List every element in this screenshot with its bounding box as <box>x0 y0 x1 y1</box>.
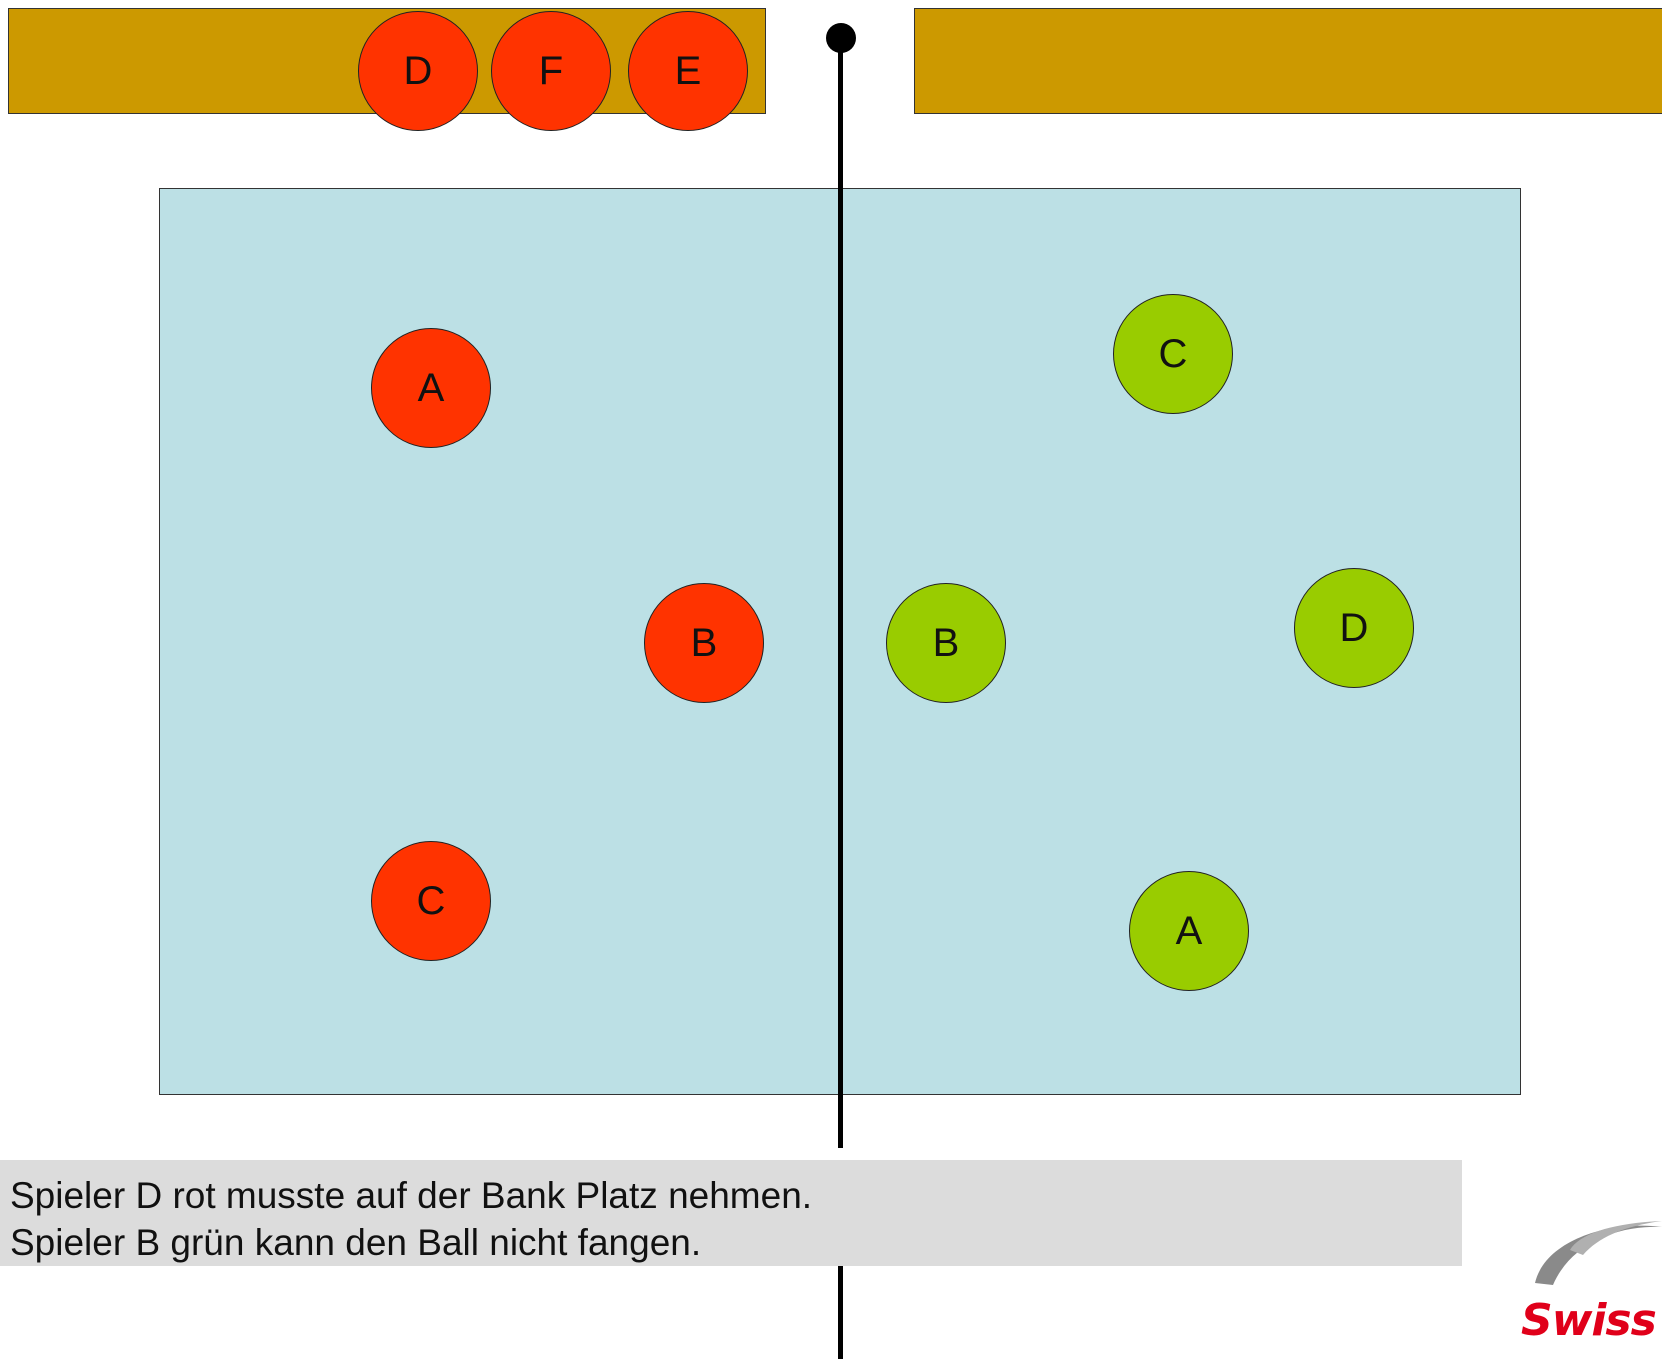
green-player-d-label: D <box>1339 605 1369 650</box>
green-player-c: C <box>1113 294 1233 414</box>
bench-player-f-label: F <box>538 48 564 93</box>
net-line-top <box>838 38 843 1148</box>
net-line-bottom <box>838 1266 843 1359</box>
green-player-d: D <box>1294 568 1414 688</box>
bench-player-d: D <box>358 11 478 131</box>
swiss-logo: Swiss <box>1515 1205 1662 1359</box>
green-player-b-label: B <box>932 620 960 665</box>
green-player-b: B <box>886 583 1006 703</box>
bench-player-f: F <box>491 11 611 131</box>
red-player-b-label: B <box>690 620 718 665</box>
bench-player-e: E <box>628 11 748 131</box>
net-post-top <box>826 23 856 53</box>
bench-right <box>914 8 1662 114</box>
swiss-logo-swoosh-icon <box>1535 1221 1662 1285</box>
green-player-a: A <box>1129 871 1249 991</box>
swiss-logo-text: Swiss <box>1521 1295 1657 1346</box>
red-player-c: C <box>371 841 491 961</box>
bench-player-d-label: D <box>403 48 433 93</box>
caption-box: Spieler D rot musste auf der Bank Platz … <box>0 1160 1462 1266</box>
red-player-b: B <box>644 583 764 703</box>
green-player-c-label: C <box>1158 331 1188 376</box>
caption-line-1: Spieler D rot musste auf der Bank Platz … <box>10 1175 813 1216</box>
red-player-a-label: A <box>417 365 445 410</box>
red-player-c-label: C <box>416 878 446 923</box>
caption-line-2: Spieler B grün kann den Ball nicht fange… <box>10 1222 702 1263</box>
green-player-a-label: A <box>1175 908 1203 953</box>
bench-player-e-label: E <box>674 48 702 93</box>
red-player-a: A <box>371 328 491 448</box>
